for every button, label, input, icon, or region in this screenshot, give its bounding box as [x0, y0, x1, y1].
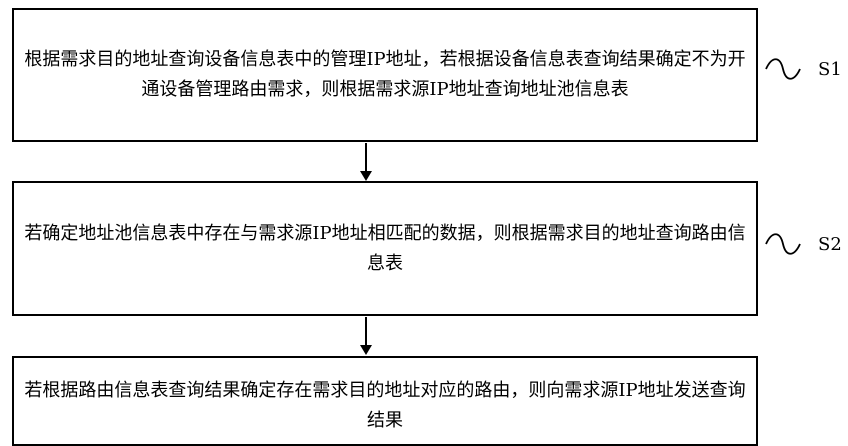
arrowhead-s2-to-s3: [360, 345, 372, 355]
squiggle-leader-s2: [765, 233, 801, 255]
step-box-s1: 根据需求目的地址查询设备信息表中的管理IP地址，若根据设备信息表查询结果确定不为…: [12, 8, 758, 142]
step-label-s2: S2: [818, 234, 842, 255]
step-label-s1: S1: [818, 59, 842, 80]
step-text-s1: 根据需求目的地址查询设备信息表中的管理IP地址，若根据设备信息表查询结果确定不为…: [24, 49, 746, 100]
connectors-layer: [360, 58, 801, 355]
arrowhead-s1-to-s2: [360, 171, 372, 181]
step-text-s2: 若确定地址池信息表中存在与需求源IP地址相匹配的数据，则根据需求目的地址查询路由…: [24, 222, 746, 274]
squiggle-leader-s1: [765, 58, 801, 80]
step-box-s2: 若确定地址池信息表中存在与需求源IP地址相匹配的数据，则根据需求目的地址查询路由…: [12, 181, 758, 316]
